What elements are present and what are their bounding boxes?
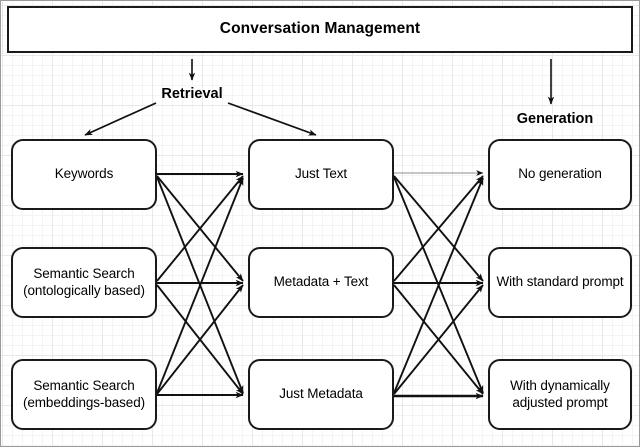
node-metadata-plus-text[interactable]: Metadata + Text [248, 247, 394, 318]
edge-embeddings-to-just-text [156, 177, 244, 394]
node-conversation-management[interactable]: Conversation Management [7, 6, 633, 53]
node-label: Keywords [54, 166, 114, 182]
node-label: Semantic Search(embeddings-based) [22, 378, 146, 410]
edge-metadata-text-to-no-generation [393, 175, 484, 282]
node-label: Just Metadata [279, 386, 363, 402]
node-label: Metadata + Text [273, 274, 369, 290]
node-label: With standard prompt [496, 274, 624, 290]
node-label: Conversation Management [219, 20, 421, 38]
node-keywords[interactable]: Keywords [11, 139, 157, 210]
stage-label-retrieval: Retrieval [161, 86, 223, 102]
node-semantic-search-embeddings[interactable]: Semantic Search(embeddings-based) [11, 359, 157, 430]
node-just-metadata[interactable]: Just Metadata [248, 359, 394, 430]
node-with-standard-prompt[interactable]: With standard prompt [488, 247, 632, 318]
edge-just-metadata-to-standard-prompt [393, 284, 484, 395]
edge-embeddings-to-metadata-text [156, 284, 244, 395]
edge-retrieval-to-keywords [84, 102, 157, 136]
edge-retrieval-to-just-text [227, 102, 317, 136]
edges-middle-to-right [393, 170, 484, 400]
edges-left-to-middle [156, 170, 244, 399]
stage-label-generation: Generation [516, 111, 594, 127]
node-no-generation[interactable]: No generation [488, 139, 632, 210]
edge-just-metadata-to-no-generation [393, 177, 484, 394]
node-label: Just Text [294, 166, 348, 182]
node-just-text[interactable]: Just Text [248, 139, 394, 210]
node-label: No generation [518, 166, 602, 182]
edge-ontological-to-just-text [156, 175, 244, 282]
node-label: Semantic Search(ontologically based) [23, 266, 145, 298]
node-semantic-search-ontological[interactable]: Semantic Search(ontologically based) [11, 247, 157, 318]
